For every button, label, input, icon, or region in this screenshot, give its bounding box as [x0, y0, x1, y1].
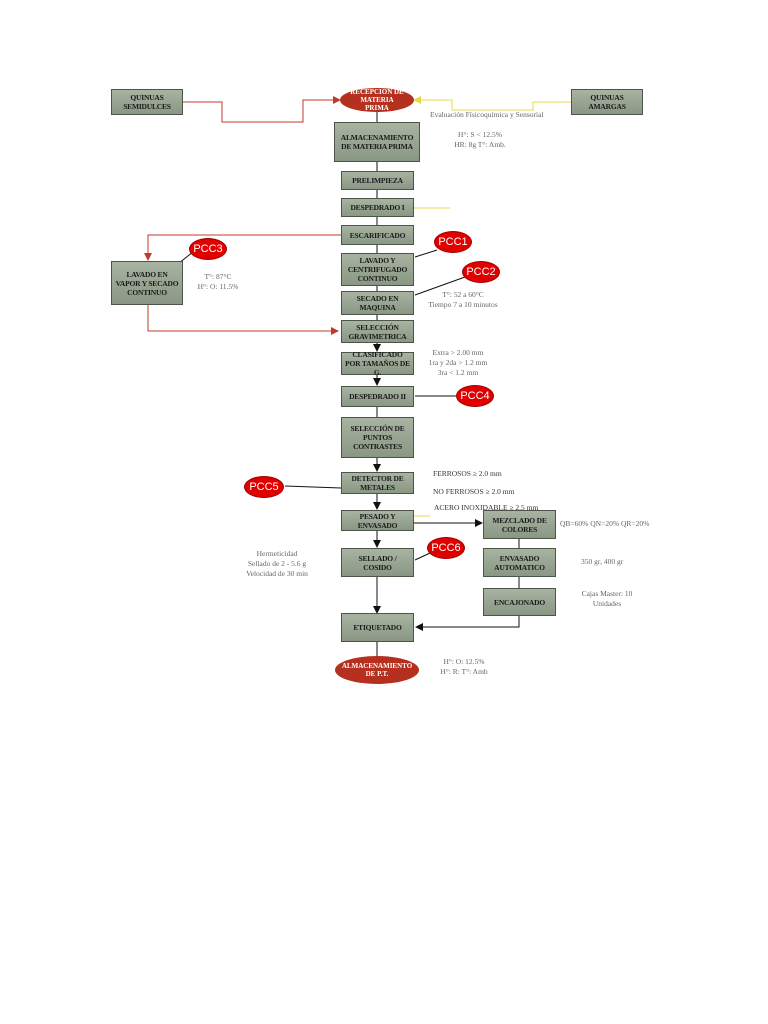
- note-ferrosos: FERROSOS ≥ 2.0 mm: [433, 469, 502, 478]
- node-encajonado: ENCAJONADO: [483, 588, 556, 616]
- note-cajas: Cajas Master: 10 Unidades: [572, 589, 642, 609]
- node-despedrado-1: DESPEDRADO I: [341, 198, 414, 217]
- note-clasif-line2: 1ra y 2da > 1.2 mm: [428, 358, 488, 367]
- note-sellado-line1: Hermeticidad: [256, 549, 298, 558]
- node-quinuas-semidulces: QUINUAS SEMIDULCES: [111, 89, 183, 115]
- note-sellado: Hermeticidad Sellado de 2 - 5.6 g Veloci…: [232, 549, 322, 579]
- note-acero-inoxidable: ACERO INOXIDABLE ≥ 2.5 mm: [434, 503, 539, 512]
- pcc2-connector: [414, 276, 466, 296]
- note-cajas-line2: Unidades: [592, 599, 622, 608]
- pcc6-marker: PCC6: [427, 537, 465, 559]
- node-lavado-centrifugado: LAVADO Y CENTRIFUGADO CONTINUO: [341, 253, 414, 286]
- note-almac-mp-line1: H°: S < 12.5%: [458, 130, 502, 139]
- node-almacenamiento-pt: ALMACENAMIENTO DE P.T.: [335, 656, 419, 684]
- node-prelimpieza: PRELIMPIEZA: [341, 171, 414, 190]
- note-almac-pt-line2: H°: R: T°: Amb: [440, 667, 488, 676]
- arrow-semidulces-recepcion: [183, 96, 341, 123]
- pcc1-marker: PCC1: [434, 231, 472, 253]
- pcc2-marker: PCC2: [462, 261, 500, 283]
- note-mezcla-colores: QB=60% QN=20% QR=20%: [560, 519, 650, 528]
- note-vapor-line2: H°: O: 11.5%: [197, 282, 239, 291]
- pcc4-marker: PCC4: [456, 385, 494, 407]
- node-escarificado: ESCARIFICADO: [341, 225, 414, 245]
- node-seleccion-puntos-contrastes: SELECCIÓN DE PUNTOS CONTRASTES: [341, 417, 414, 458]
- node-clasificado-tamanos: CLASIFICADO POR TAMAÑOS DE G.: [341, 350, 414, 377]
- pcc5-connector: [284, 485, 342, 489]
- node-sellado-cosido: SELLADO / COSIDO: [341, 548, 414, 577]
- node-despedrado-2: DESPEDRADO II: [341, 386, 414, 407]
- pcc6-connector: [414, 552, 431, 561]
- note-secado-line1: T°: 52 a 60°C: [442, 290, 484, 299]
- node-detector-metales: DETECTOR DE METALES: [341, 472, 414, 494]
- note-evaluacion: Evaluación Físicoquímica y Sensorial: [430, 110, 544, 119]
- note-sellado-line3: Velocidad de 30 min: [246, 569, 308, 578]
- arrow-escarificado-lavado-vapor: [144, 234, 341, 261]
- node-quinuas-amargas: QUINUAS AMARGAS: [571, 89, 643, 115]
- note-secado: T°: 52 a 60°C Tiempo 7 a 10 minutos: [423, 290, 503, 310]
- note-almac-mp-line2: HR: 8g T°: Amb.: [454, 140, 506, 149]
- note-cajas-line1: Cajas Master: 10: [581, 589, 633, 598]
- note-almac-pt-line1: H°: O: 12.5%: [443, 657, 485, 666]
- note-no-ferrosos: NO FERROSOS ≥ 2.0 mm: [433, 487, 515, 496]
- arrow-amargas-recepcion: [413, 96, 571, 111]
- node-envasado-automatico: ENVASADO AUTOMATICO: [483, 548, 556, 577]
- note-clasificado: Extra > 2.00 mm 1ra y 2da > 1.2 mm 3ra <…: [420, 348, 496, 378]
- note-almacenamiento-pt: H°: O: 12.5% H°: R: T°: Amb: [434, 657, 494, 677]
- pcc1-connector: [414, 249, 438, 258]
- note-vapor-line1: T°: 87°C: [204, 272, 232, 281]
- node-lavado-vapor-secado: LAVADO EN VAPOR Y SECADO CONTINUO: [111, 261, 183, 305]
- note-sellado-line2: Sellado de 2 - 5.6 g: [247, 559, 307, 568]
- note-lavado-vapor: T°: 87°C H°: O: 11.5%: [193, 272, 243, 292]
- note-envasado-peso: 350 gr, 400 gr: [581, 557, 624, 566]
- note-secado-line2: Tiempo 7 a 10 minutos: [428, 300, 498, 309]
- node-seleccion-gravimetrica: SELECCIÓN GRAVIMETRICA: [341, 320, 414, 343]
- node-pesado-envasado: PESADO Y ENVASADO: [341, 510, 414, 531]
- pcc5-marker: PCC5: [244, 476, 284, 498]
- arrow-lavado-vapor-seleccion: [147, 305, 339, 335]
- note-clasif-line1: Extra > 2.00 mm: [432, 348, 484, 357]
- note-clasif-line3: 3ra < 1.2 mm: [437, 368, 479, 377]
- node-secado-maquina: SECADO EN MAQUINA: [341, 291, 414, 315]
- node-etiquetado: ETIQUETADO: [341, 613, 414, 642]
- node-almacenamiento-materia-prima: ALMACENAMIENTO DE MATERIA PRIMA: [334, 122, 420, 162]
- node-recepcion-materia-prima: RECEPCION DE MATERIA PRIMA: [340, 88, 414, 112]
- node-mezclado-colores: MEZCLADO DE COLORES: [483, 510, 556, 539]
- note-almacenamiento-mp: H°: S < 12.5% HR: 8g T°: Amb.: [450, 130, 510, 150]
- arrow-encajonado-etiquetado: [415, 616, 520, 631]
- pcc3-marker: PCC3: [189, 238, 227, 260]
